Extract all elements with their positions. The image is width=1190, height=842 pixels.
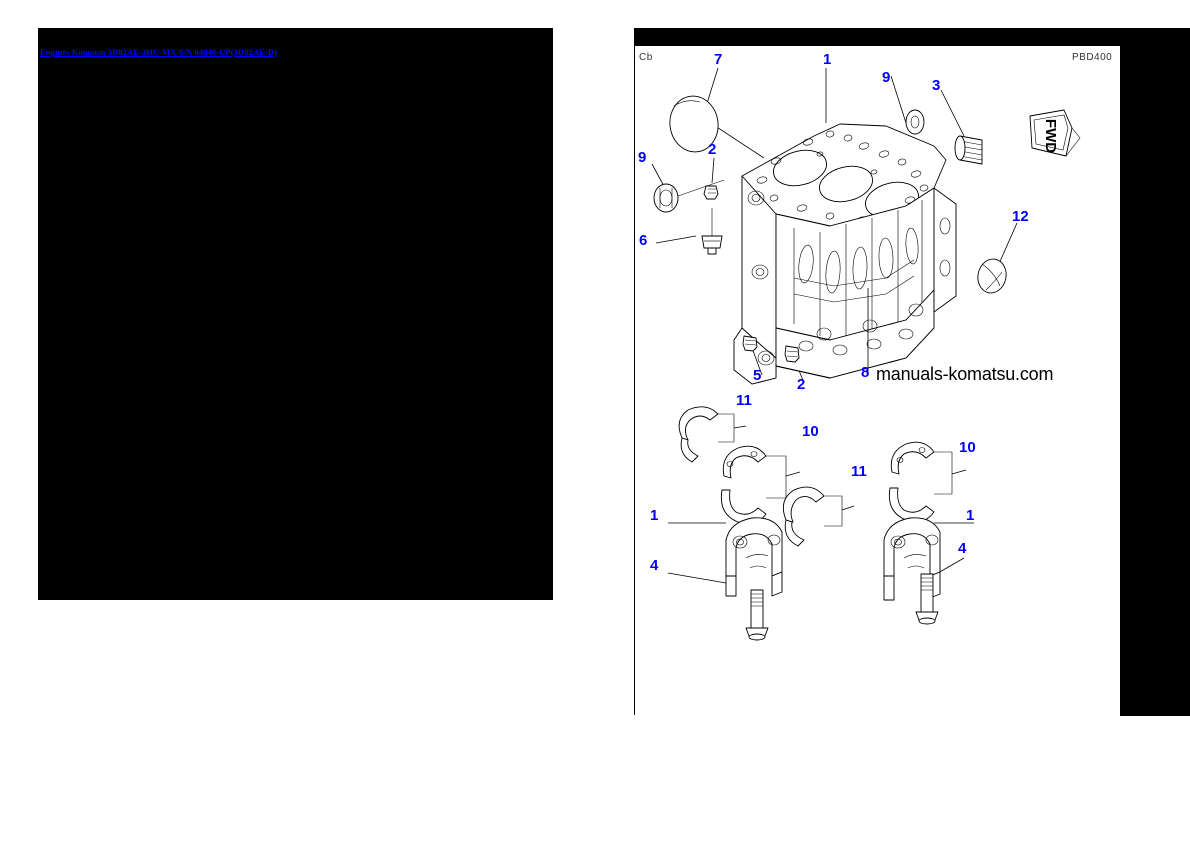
callout-number-9[interactable]: 9 [882, 69, 891, 86]
sheet-left-rule [634, 46, 635, 715]
callout-number-3[interactable]: 3 [932, 77, 941, 94]
callout-number-6[interactable]: 6 [639, 232, 648, 249]
callout-number-7[interactable]: 7 [714, 51, 723, 68]
callout-number-8[interactable]: 8 [861, 364, 870, 381]
callout-number-2[interactable]: 2 [708, 141, 717, 158]
callout-number-9[interactable]: 9 [638, 149, 647, 166]
callout-number-4[interactable]: 4 [650, 557, 659, 574]
callout-number-11[interactable]: 11 [736, 392, 752, 409]
callout-number-1[interactable]: 1 [823, 51, 832, 68]
catalog-title-link[interactable]: Engines Komatsu 3D82AE-3HC-MX S/N 04840-… [40, 47, 278, 57]
callout-number-2[interactable]: 2 [797, 376, 806, 393]
top-mask-bar [634, 28, 1190, 46]
callout-number-11[interactable]: 11 [851, 463, 867, 480]
sheet-code-left: Cb [639, 52, 653, 63]
watermark-text: manuals-komatsu.com [876, 364, 1054, 384]
left-masked-page [38, 28, 553, 600]
callout-number-10[interactable]: 10 [802, 423, 819, 440]
callout-number-12[interactable]: 12 [1012, 208, 1029, 225]
callout-number-4[interactable]: 4 [958, 540, 967, 557]
callout-number-10[interactable]: 10 [959, 439, 976, 456]
callout-number-1[interactable]: 1 [966, 507, 975, 524]
right-mask-bar [1120, 28, 1190, 716]
sheet-code-right: PBD400 [1072, 52, 1113, 63]
callout-number-5[interactable]: 5 [753, 367, 762, 384]
callout-number-1[interactable]: 1 [650, 507, 659, 524]
